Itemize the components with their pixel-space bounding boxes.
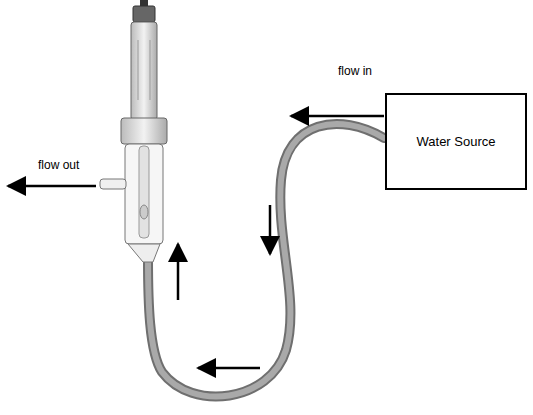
- source-box: Water Source: [385, 93, 527, 190]
- node-text: Water Source: [417, 134, 496, 150]
- flow-arrows: [8, 116, 384, 368]
- tubing: [148, 124, 384, 397]
- probe: [100, 0, 167, 262]
- flow-label: flow in: [338, 64, 372, 78]
- flow-label: flow out: [38, 158, 79, 172]
